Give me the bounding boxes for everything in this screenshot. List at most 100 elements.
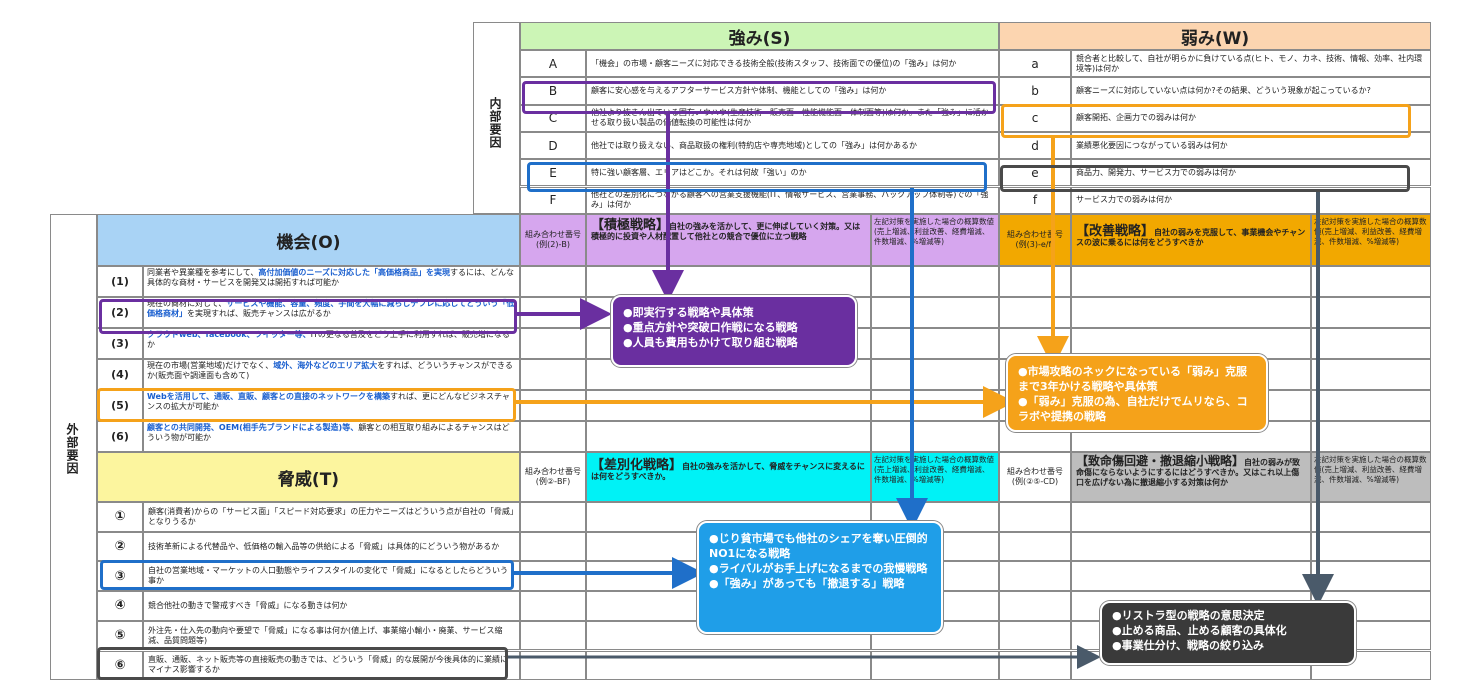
wt-kpi-header: 左記対策を実施した場合の概算数値(売上増減、利益改善、経費増減、件数増減、%増減… [1311,452,1431,502]
empty-cell [1311,531,1431,562]
empty-cell [1311,421,1431,452]
so-strategy-callout: ●即実行する戦略や具体策 ●重点方針や突破口作戦になる戦略 ●人員も費用もかけて… [611,295,857,367]
opportunity-id: (6) [97,421,143,452]
opportunity-id: (4) [97,359,143,390]
weakness-text: 競合者と比較して、自社が明らかに負けている点(ヒト、モノ、カネ、技術、情報、効率… [1071,50,1431,78]
st-strategy-header: 【差別化戦略】自社の強みを活かして、脅威をチャンスに変えるには何をどうすべきか。 [586,452,871,502]
threat-id: ① [97,502,143,532]
wt-strategy-header: 【致命傷回避・撤退縮小戦略】自社の弱みが致命傷にならないようにするにはどうすべき… [1071,452,1311,502]
empty-cell [999,561,1071,592]
threat-id: ④ [97,591,143,621]
so-kpi-header: 左記対策を実施した場合の概算数値(売上増減、利益改善、経費増減、件数増減、%増減… [871,214,999,266]
strength-id: C [520,104,586,132]
empty-cell [1311,359,1431,390]
threat-id: ② [97,531,143,562]
wo-kpi-header: 左記対策を実施した場合の概算数値(売上増減、利益改善、経費増減、件数増減、%増減… [1311,214,1431,266]
empty-cell [1311,266,1431,297]
empty-cell [520,561,586,592]
threat-id: ⑤ [97,620,143,651]
callout-line: ●じり貧市場でも他社のシェアを奪い圧倒的NO1になる戦略 [709,532,928,560]
weaknesses-header: 弱み(W) [999,22,1431,50]
empty-cell [871,297,999,328]
wt-combo-header: 組み合わせ番号(例(②⑤-CD) [999,452,1071,502]
empty-cell [520,390,586,421]
empty-cell [520,502,586,532]
st-combo-header: 組み合わせ番号(例②-BF) [520,452,586,502]
highlight-frame-2 [99,299,517,334]
st-kpi-header: 左記対策を実施した場合の概算数値(売上増減、利益改善、経費増減、件数増減、%増減… [871,452,999,502]
empty-cell [1311,502,1431,532]
opportunity-text-highlight: Webを活用して、通販、直販、顧客との直接のネットワークを構築 [147,392,390,401]
weakness-text: 商品力、開発力、サービス力での弱みは何か [1071,159,1431,187]
empty-cell [520,328,586,359]
empty-cell [999,266,1071,297]
weakness-id: c [999,104,1071,132]
empty-cell [1071,502,1311,532]
empty-cell [999,531,1071,562]
st-strategy-callout: ●じり貧市場でも他社のシェアを奪い圧倒的NO1になる戦略 ●ライバルがお手上げに… [697,521,943,634]
so-strategy-header: 【積極戦略】自社の強みを活かして、更に伸ばしていく対策。又は積極的に投資や人材配… [586,214,871,266]
empty-cell [999,620,1071,651]
threat-text: 顧客(消費者)からの「サービス面」「スピード対応要求」の圧力やニーズはどういう点… [143,502,520,532]
empty-cell [871,390,999,421]
empty-cell [1071,561,1311,592]
empty-cell [1071,266,1311,297]
opportunity-text-highlight: 域外、海外などのエリア拡大 [273,361,378,370]
wt-strategy-callout: ●リストラ型の戦略の意思決定 ●止める商品、止める顧客の具体化 ●事業仕分け、戦… [1100,601,1356,665]
empty-cell [871,421,999,452]
strengths-header: 強み(S) [520,22,999,50]
weakness-text: 顧客ニーズに対応していない点は何か?その結果、どういう現象が起こっているか? [1071,77,1431,105]
empty-cell [586,390,871,421]
wo-strategy-title: 【改善戦略】 [1076,224,1155,239]
threat-text: 技術革新による代替品や、低価格の輸入品等の供給による「脅威」は具体的にどういう物… [143,531,520,562]
opportunity-id: (2) [97,297,143,328]
callout-line: ●事業仕分け、戦略の絞り込み [1112,639,1265,652]
strength-id: A [520,50,586,78]
empty-cell [520,266,586,297]
empty-cell [586,421,871,452]
opportunity-text-highlight: 高付加価値のニーズに対応した「高価格商品」を実現 [258,268,450,277]
opportunity-text-post: を実現すれば、販売チャンスは広がるか [187,309,331,318]
empty-cell [1071,531,1311,562]
opportunity-text-post: するには、どんな具体的な商材・サービスを開発又は開拓すれば可能か [147,268,514,287]
empty-cell [520,421,586,452]
threat-id: ③ [97,561,143,592]
empty-cell [871,328,999,359]
opportunity-text-pre: 同業者や異業種を参考にして、 [147,268,259,277]
empty-cell [871,650,999,681]
internal-factors-label-cell: 内部要因 [473,22,520,214]
empty-cell [871,266,999,297]
threats-header: 脅威(T) [97,452,520,502]
st-strategy-title: 【差別化戦略】 [591,458,683,473]
external-factors-label: 外部要因 [65,423,79,475]
callout-line: ●人員も費用もかけて取り組む戦略 [623,336,798,349]
empty-cell [871,359,999,390]
empty-cell [520,620,586,651]
highlight-frame-e-weak [1000,165,1410,192]
wt-strategy-desc: 自社の弱みが致命傷にならないようにするにはどうすべきか。又はこれ以上傷口を広げな… [1076,458,1301,487]
opportunities-header: 機会(O) [97,214,520,266]
threat-text: 競合他社の動きで警戒すべき「脅威」になる動きは何か [143,591,520,621]
highlight-frame-5 [97,388,516,422]
empty-cell [1311,297,1431,328]
callout-line: ●市場攻略のネックになっている「弱み」克服まで3年かける戦略や具体策 [1018,365,1248,393]
strength-text: 「機会」の市場・顧客ニーズに対応できる技術全般(技術スタッフ、技術面での優位)の… [586,50,999,78]
highlight-frame-c [1001,104,1411,138]
opportunity-text: 同業者や異業種を参考にして、高付加価値のニーズに対応した「高価格商品」を実現する… [143,266,520,297]
highlight-frame-6 [97,647,508,680]
empty-cell [1071,297,1311,328]
empty-cell [1311,328,1431,359]
highlight-frame-b [522,81,996,114]
callout-line: ●即実行する戦略や具体策 [623,306,754,319]
opportunity-id: (1) [97,266,143,297]
so-combo-header: 組み合わせ番号(例(2)-B) [520,214,586,266]
external-factors-label-cell: 外部要因 [50,214,97,680]
threat-text: 自社の営業地域・マーケットの人口動態やライフスタイルの変化で「脅威」になるとした… [143,561,520,592]
opportunity-text-pre: 現在の市場(営業地域)だけでなく、 [147,361,274,370]
empty-cell [586,650,871,681]
empty-cell [999,591,1071,621]
st-strategy-desc: 自社の強みを活かして、脅威をチャンスに変えるには何をどうすべきか。 [591,462,865,481]
strength-text: 他社では取り扱えない、商品取扱の権利(特約店や専売地域)としての「強み」は何かあ… [586,131,999,160]
empty-cell [999,297,1071,328]
empty-cell [520,359,586,390]
